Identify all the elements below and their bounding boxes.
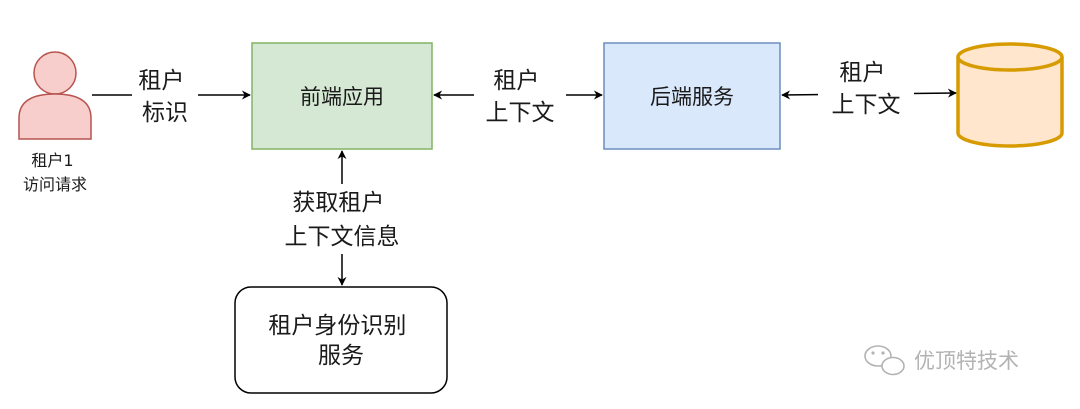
tenant-identity-service-box (234, 286, 448, 394)
edge-label-tenant-context-2: 租户 上下文 (832, 60, 901, 118)
backend-service-label: 后端服务 (650, 85, 734, 109)
edge-label-get-tenant-context: 获取租户 上下文信息 (285, 190, 400, 250)
edge-label-tenant-id: 租户 标识 (138, 68, 191, 126)
user-actor-icon (18, 51, 92, 140)
wechat-icon (864, 345, 905, 376)
edge-label-tenant-context-1: 租户 上下文 (486, 68, 555, 126)
frontend-app-label: 前端应用 (300, 85, 384, 109)
backend-service-box (603, 42, 781, 150)
frontend-app-box (251, 42, 433, 150)
user-caption: 租户1 访问请求 (23, 151, 87, 194)
watermark-text: 优顶特技术 (914, 349, 1019, 373)
tenant-identity-service-label: 租户身份识别 服务 (268, 313, 413, 369)
database-cylinder-icon (956, 42, 1064, 148)
